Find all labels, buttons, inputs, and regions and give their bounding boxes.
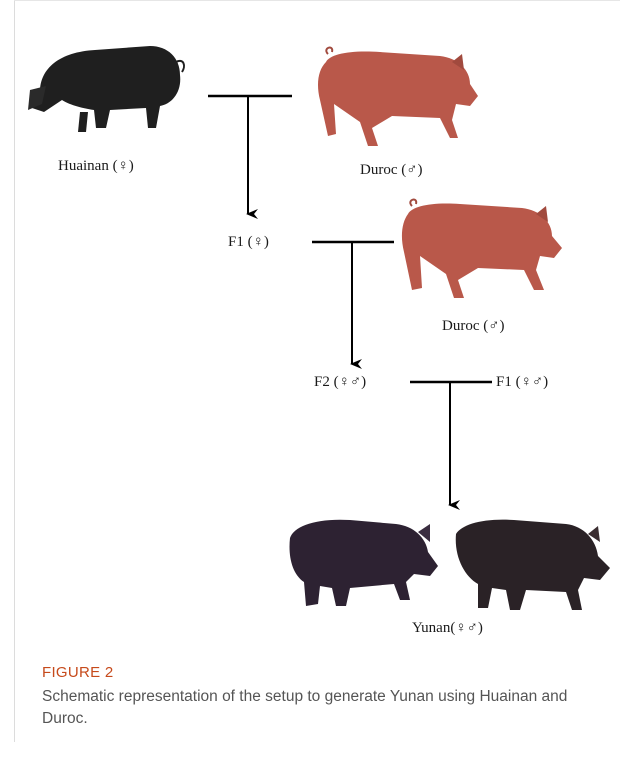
huainan-pig-icon	[28, 46, 184, 132]
yunan-label: Yunan(♀♂)	[412, 620, 483, 637]
f1-female-label: F1 (♀)	[228, 234, 269, 251]
figure-caption: Schematic representation of the setup to…	[42, 686, 582, 730]
f2-label: F2 (♀♂)	[314, 374, 366, 391]
yunan-pig-icon	[456, 520, 610, 610]
yunan-pig-icon	[290, 520, 438, 606]
duroc-label-2: Duroc (♂)	[442, 318, 504, 335]
huainan-label: Huainan (♀)	[58, 158, 134, 175]
duroc-pig-icon	[402, 200, 562, 298]
duroc-label-1: Duroc (♂)	[360, 162, 422, 179]
figure-label: FIGURE 2	[42, 664, 114, 681]
f1-both-label: F1 (♀♂)	[496, 374, 548, 391]
breeding-diagram	[0, 0, 620, 650]
duroc-pig-icon	[318, 48, 478, 146]
